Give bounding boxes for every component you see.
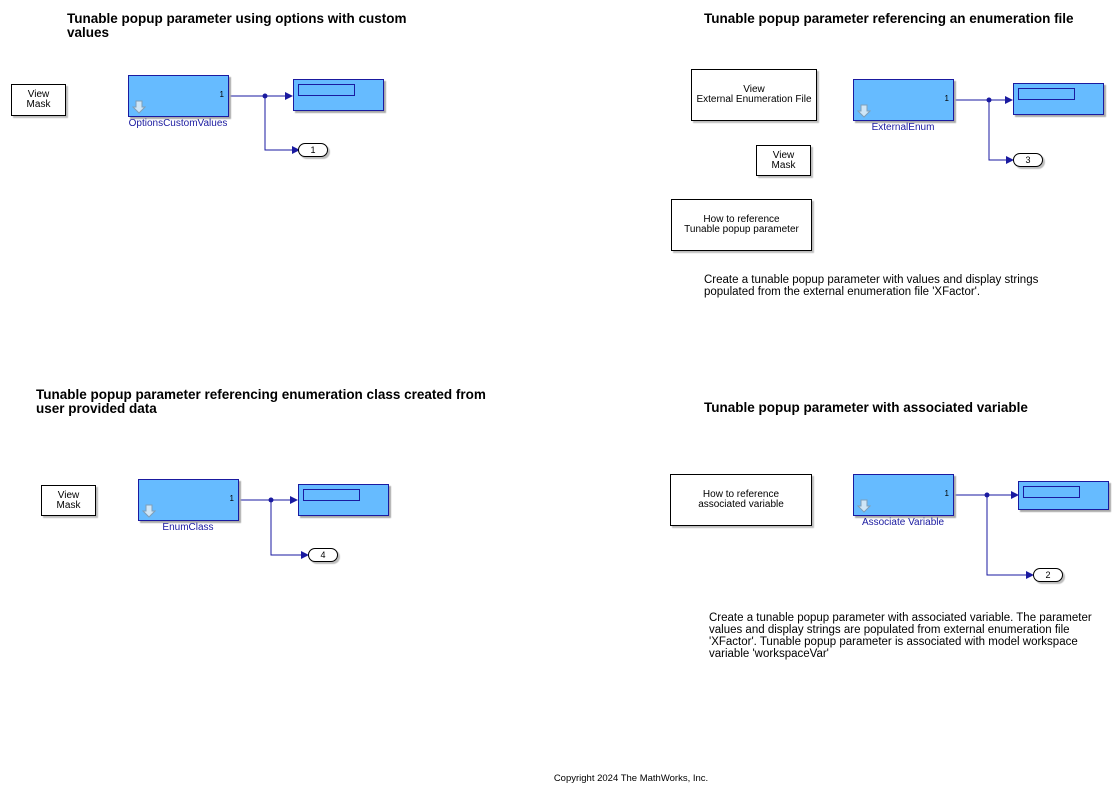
display-block-options[interactable] xyxy=(293,79,384,111)
block-external-enum[interactable]: 1 xyxy=(853,79,954,121)
outport-3[interactable]: 3 xyxy=(1013,153,1043,167)
heading-external-enumeration: Tunable popup parameter referencing an e… xyxy=(704,11,1074,26)
block-associate-variable[interactable]: 1 xyxy=(853,474,954,516)
display-readout xyxy=(1018,88,1075,100)
how-to-reference-associated-variable-button[interactable]: How to reference associated variable xyxy=(670,474,812,526)
branch-point xyxy=(986,97,992,103)
heading-enumeration-class: Tunable popup parameter referencing enum… xyxy=(36,387,486,416)
view-external-enumeration-file-button[interactable]: View External Enumeration File xyxy=(691,69,817,121)
wire-external-to-outport xyxy=(988,100,1014,164)
block-name-associate-variable: Associate Variable xyxy=(861,517,945,528)
display-readout xyxy=(303,489,360,501)
port-label: 1 xyxy=(944,94,949,103)
mask-arrow-icon xyxy=(857,104,871,118)
description-external-enumeration: Create a tunable popup parameter with va… xyxy=(704,274,1039,298)
port-label: 1 xyxy=(229,494,234,503)
outport-4[interactable]: 4 xyxy=(308,548,338,562)
port-label: 1 xyxy=(944,489,949,498)
display-readout xyxy=(1023,486,1080,498)
block-options-custom-values[interactable]: 1 xyxy=(128,75,229,117)
view-mask-button-options[interactable]: View Mask xyxy=(11,84,66,116)
block-enum-class[interactable]: 1 xyxy=(138,479,239,521)
branch-point xyxy=(984,492,990,498)
port-label: 1 xyxy=(219,90,224,99)
view-mask-button-enumclass[interactable]: View Mask xyxy=(41,485,96,516)
heading-options-custom-values: Tunable popup parameter using options wi… xyxy=(67,11,407,40)
display-readout xyxy=(298,84,355,96)
outport-1[interactable]: 1 xyxy=(298,143,328,157)
display-block-assocvar[interactable] xyxy=(1018,481,1109,510)
branch-point xyxy=(268,497,274,503)
heading-associated-variable: Tunable popup parameter with associated … xyxy=(704,400,1028,415)
copyright-notice: Copyright 2024 The MathWorks, Inc. xyxy=(553,773,709,784)
mask-arrow-icon xyxy=(857,499,871,513)
display-block-enumclass[interactable] xyxy=(298,484,389,516)
mask-arrow-icon xyxy=(142,504,156,518)
description-associated-variable: Create a tunable popup parameter with as… xyxy=(709,612,1092,660)
block-name-external-enum: ExternalEnum xyxy=(871,122,935,133)
outport-2[interactable]: 2 xyxy=(1033,568,1063,582)
view-mask-button-external[interactable]: View Mask xyxy=(756,145,811,176)
how-to-reference-tunable-popup-button[interactable]: How to reference Tunable popup parameter xyxy=(671,199,812,251)
block-name-options-custom-values: OptionsCustomValues xyxy=(128,118,228,129)
mask-arrow-icon xyxy=(132,100,146,114)
block-name-enum-class: EnumClass xyxy=(162,522,214,533)
branch-point xyxy=(262,93,268,99)
display-block-external[interactable] xyxy=(1013,83,1104,115)
